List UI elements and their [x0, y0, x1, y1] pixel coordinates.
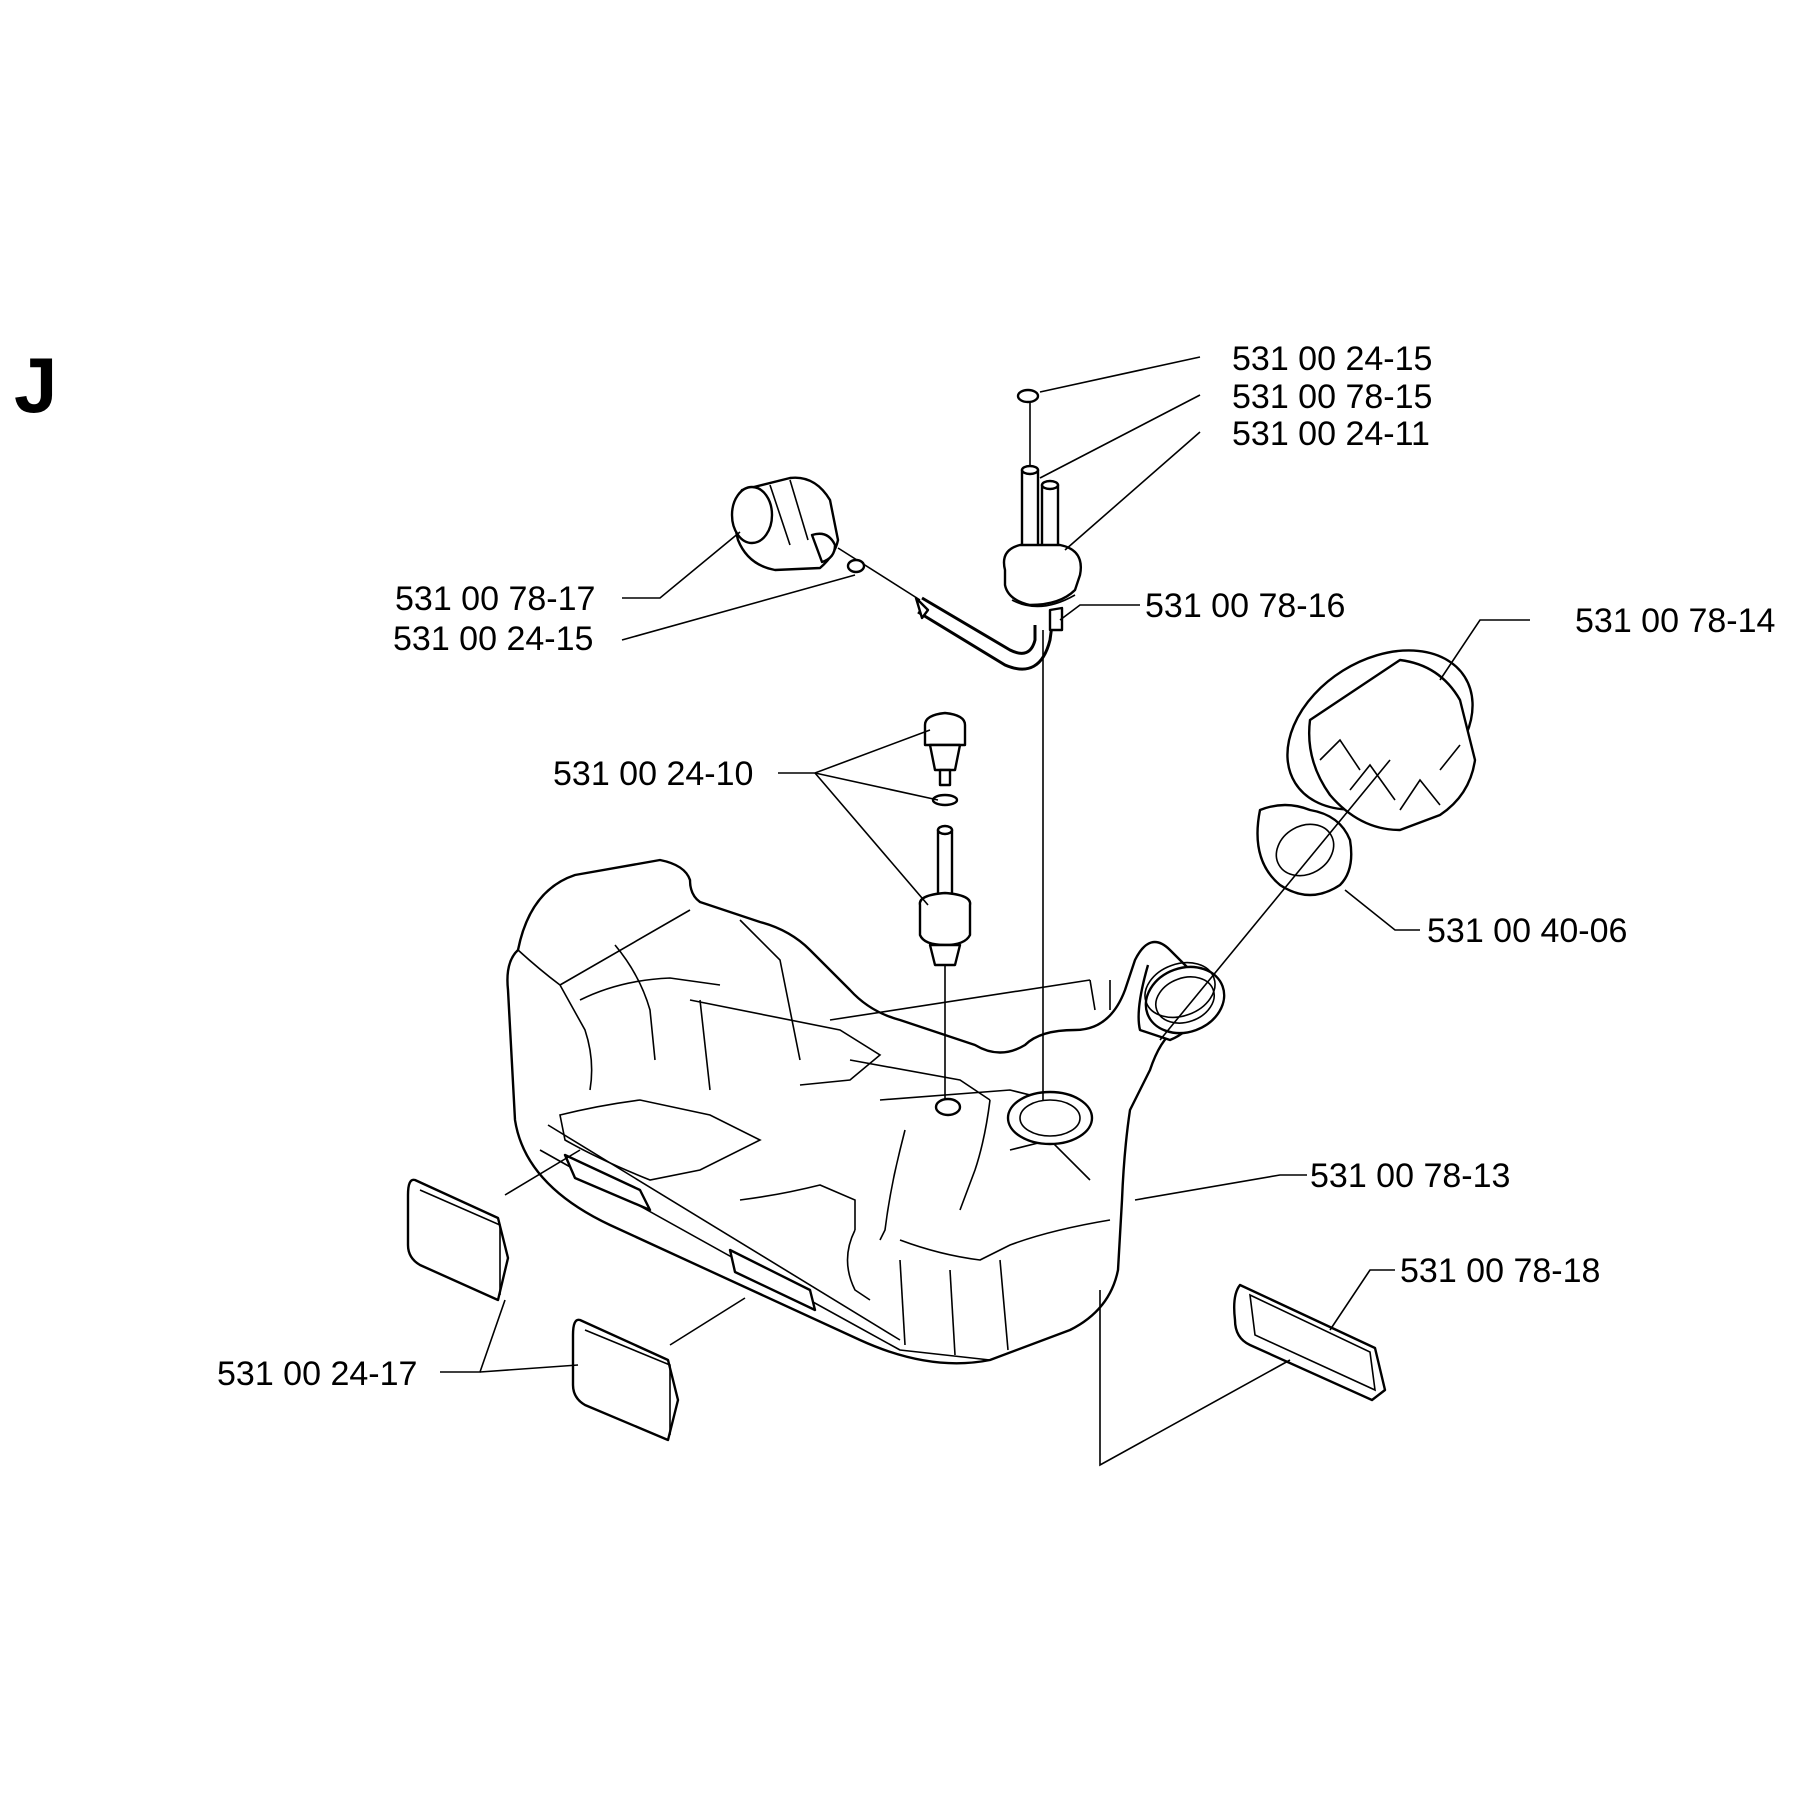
- tank-cap-illustration: [1286, 649, 1477, 832]
- fuel-hose-illustration: [914, 596, 1054, 671]
- label-damper-right: 531 00 78-18: [1400, 1252, 1600, 1290]
- label-dampers-left: 531 00 24-17: [217, 1355, 417, 1393]
- part-labels: 531 00 24-15 531 00 78-15 531 00 24-11 5…: [217, 340, 1775, 1393]
- vent-valve-illustration: [1002, 388, 1082, 1100]
- cap-seal-illustration: [1159, 759, 1391, 1041]
- tank-foot-pads: [563, 1153, 817, 1312]
- fuel-tank-illustration: [506, 858, 1226, 1365]
- damper-right: [1232, 1283, 1387, 1402]
- section-letter: J: [14, 341, 57, 429]
- label-fuel-hose: 531 00 78-16: [1145, 587, 1345, 625]
- damper-left-lower: [571, 1318, 680, 1442]
- label-clip-left: 531 00 24-15: [393, 620, 593, 658]
- assembly-lines: [504, 980, 1291, 1467]
- pickup-valve-illustration: [918, 711, 972, 1100]
- label-clip-top: 531 00 24-15: [1232, 340, 1432, 378]
- label-tank-cap: 531 00 78-14: [1575, 602, 1775, 640]
- fuel-filter-illustration: [730, 476, 921, 601]
- label-fuel-filter: 531 00 78-17: [395, 580, 595, 618]
- label-return-valve: 531 00 24-10: [553, 755, 753, 793]
- label-vent-hose: 531 00 78-15: [1232, 378, 1432, 416]
- label-vent-valve: 531 00 24-11: [1232, 415, 1430, 453]
- label-fuel-tank: 531 00 78-13: [1310, 1157, 1510, 1195]
- leader-lines: [440, 356, 1530, 1373]
- damper-left-upper: [406, 1178, 510, 1302]
- label-cap-seal: 531 00 40-06: [1427, 912, 1627, 950]
